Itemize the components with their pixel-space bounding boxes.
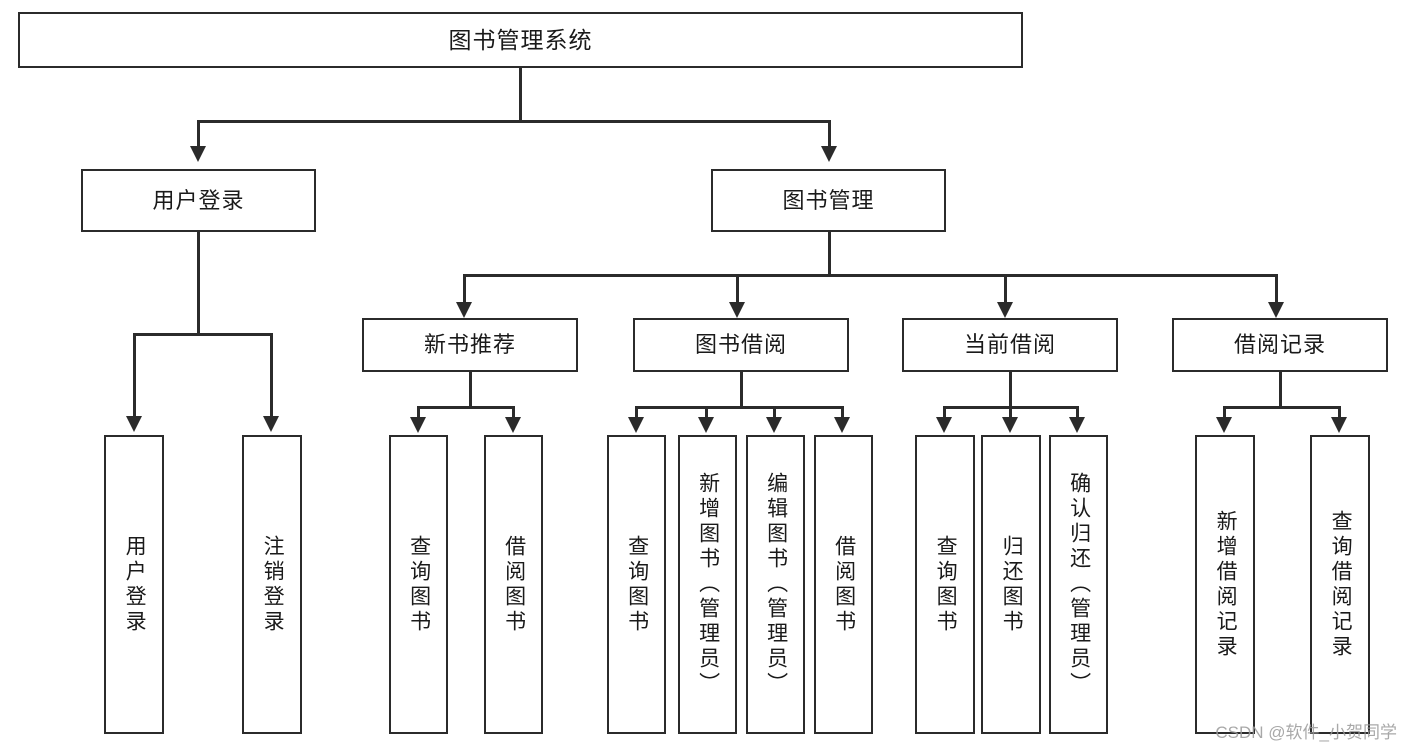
node-label: 新增借阅记录	[1214, 509, 1238, 660]
connector-bookborrow-to-leaf-3	[773, 406, 776, 419]
node-label: 图书管理	[782, 187, 875, 213]
connector-book-manage-to-borrow	[736, 274, 739, 304]
connector-recommend-to-leaf-2	[512, 406, 515, 419]
connector-book-manage-to-recommend	[463, 274, 466, 304]
leaf-logout-login[interactable]: 注销登录	[242, 435, 302, 734]
arrowhead-book-manage-borrow	[729, 302, 745, 318]
node-label: 图书管理系统	[448, 26, 593, 53]
arrowhead-root-to-user-login	[190, 146, 206, 162]
connector-currentborrow-to-leaf-2	[1009, 406, 1012, 419]
connector-bookborrow-bar	[635, 406, 844, 409]
arrowhead-recommend-leaf-2	[505, 417, 521, 433]
connector-recommend-to-leaf-1	[417, 406, 420, 419]
leaf-query-borrow-record[interactable]: 查询借阅记录	[1310, 435, 1370, 734]
leaf-confirm-return-admin[interactable]: 确认归还（管理员）	[1049, 435, 1108, 734]
node-user-login[interactable]: 用户登录	[81, 169, 316, 232]
arrowhead-book-manage-current	[997, 302, 1013, 318]
connector-user-login-to-leaf-2	[270, 333, 273, 418]
node-label: 归还图书	[1000, 534, 1024, 635]
connector-currentborrow-stem	[1009, 372, 1012, 408]
leaf-edit-book-admin[interactable]: 编辑图书（管理员）	[746, 435, 805, 734]
node-label: 图书借阅	[694, 332, 787, 358]
connector-bookborrow-to-leaf-4	[841, 406, 844, 419]
connector-book-manage-bar	[463, 274, 1278, 277]
connector-recommend-stem	[469, 372, 472, 408]
arrowhead-bookborrow-leaf-1	[628, 417, 644, 433]
node-label: 编辑图书（管理员）	[764, 472, 788, 697]
node-label: 借阅图书	[832, 534, 856, 635]
connector-user-login-bar	[133, 333, 273, 336]
leaf-borrow-book-2[interactable]: 借阅图书	[814, 435, 873, 734]
connector-bookborrow-to-leaf-2	[705, 406, 708, 419]
connector-book-manage-stem	[828, 232, 831, 276]
node-label: 注销登录	[261, 534, 285, 635]
arrowhead-book-manage-recommend	[456, 302, 472, 318]
arrowhead-borrowrecord-leaf-1	[1216, 417, 1232, 433]
connector-book-manage-to-record	[1275, 274, 1278, 304]
leaf-borrow-book-1[interactable]: 借阅图书	[484, 435, 543, 734]
node-label: 查询图书	[934, 534, 958, 635]
leaf-query-book-2[interactable]: 查询图书	[607, 435, 666, 734]
node-book-manage[interactable]: 图书管理	[711, 169, 946, 232]
leaf-add-borrow-record[interactable]: 新增借阅记录	[1195, 435, 1255, 734]
connector-user-login-stem	[197, 232, 200, 335]
node-label: 借阅记录	[1233, 332, 1326, 358]
connector-borrowrecord-to-leaf-1	[1223, 406, 1226, 419]
connector-currentborrow-to-leaf-3	[1076, 406, 1079, 419]
arrowhead-book-manage-record	[1268, 302, 1284, 318]
node-current-borrow[interactable]: 当前借阅	[902, 318, 1118, 372]
connector-bookborrow-stem	[740, 372, 743, 408]
connector-borrowrecord-stem	[1279, 372, 1282, 408]
connector-root-to-user-login	[197, 120, 200, 148]
connector-bookborrow-to-leaf-1	[635, 406, 638, 419]
leaf-query-book-1[interactable]: 查询图书	[389, 435, 448, 734]
arrowhead-bookborrow-leaf-3	[766, 417, 782, 433]
node-label: 查询图书	[407, 534, 431, 635]
arrowhead-bookborrow-leaf-2	[698, 417, 714, 433]
node-label: 新增图书（管理员）	[696, 472, 720, 697]
connector-user-login-to-leaf-1	[133, 333, 136, 418]
arrowhead-currentborrow-leaf-1	[936, 417, 952, 433]
arrowhead-root-to-book-manage	[821, 146, 837, 162]
connector-root-stem	[519, 68, 522, 122]
node-label: 确认归还（管理员）	[1067, 472, 1091, 697]
arrowhead-currentborrow-leaf-2	[1002, 417, 1018, 433]
leaf-user-login[interactable]: 用户登录	[104, 435, 164, 734]
node-label: 用户登录	[152, 187, 245, 213]
connector-borrowrecord-bar	[1223, 406, 1341, 409]
node-new-book-recommend[interactable]: 新书推荐	[362, 318, 578, 372]
connector-recommend-bar	[417, 406, 515, 409]
arrowhead-user-login-leaf-1	[126, 416, 142, 432]
arrowhead-currentborrow-leaf-3	[1069, 417, 1085, 433]
node-book-borrow[interactable]: 图书借阅	[633, 318, 849, 372]
node-root-system[interactable]: 图书管理系统	[18, 12, 1023, 68]
leaf-add-book-admin[interactable]: 新增图书（管理员）	[678, 435, 737, 734]
connector-borrowrecord-to-leaf-2	[1338, 406, 1341, 419]
connector-currentborrow-to-leaf-1	[943, 406, 946, 419]
node-label: 新书推荐	[423, 332, 516, 358]
arrowhead-recommend-leaf-1	[410, 417, 426, 433]
node-label: 查询图书	[625, 534, 649, 635]
node-label: 查询借阅记录	[1329, 509, 1353, 660]
node-label: 用户登录	[123, 534, 147, 635]
arrowhead-user-login-leaf-2	[263, 416, 279, 432]
leaf-return-book[interactable]: 归还图书	[981, 435, 1041, 734]
arrowhead-bookborrow-leaf-4	[834, 417, 850, 433]
connector-root-to-book-manage	[828, 120, 831, 148]
connector-book-manage-to-current	[1004, 274, 1007, 304]
node-label: 借阅图书	[502, 534, 526, 635]
arrowhead-borrowrecord-leaf-2	[1331, 417, 1347, 433]
leaf-query-book-3[interactable]: 查询图书	[915, 435, 975, 734]
node-borrow-record[interactable]: 借阅记录	[1172, 318, 1388, 372]
connector-root-bar	[197, 120, 831, 123]
node-label: 当前借阅	[963, 332, 1056, 358]
